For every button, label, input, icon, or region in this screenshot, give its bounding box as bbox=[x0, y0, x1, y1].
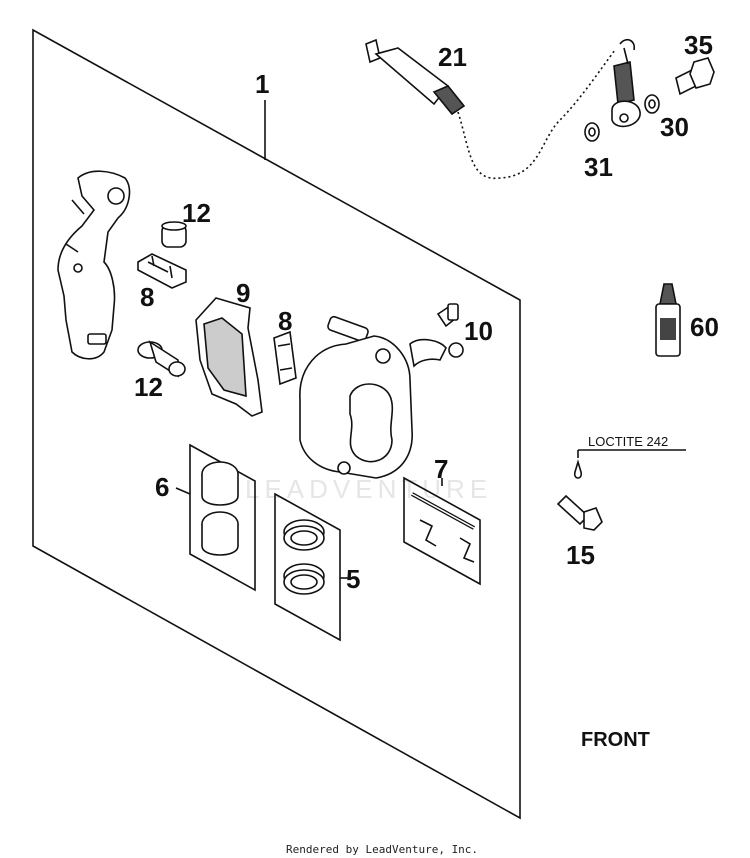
bolt-15[interactable] bbox=[556, 459, 603, 531]
callout-21: 21 bbox=[438, 42, 467, 72]
caliper-body[interactable] bbox=[299, 315, 413, 479]
caliper-bracket[interactable] bbox=[57, 170, 131, 360]
callout-12-lower: 12 bbox=[134, 372, 163, 402]
bleed-valve-10[interactable] bbox=[409, 303, 464, 368]
loctite-label: LOCTITE 242 bbox=[588, 434, 668, 449]
callout-9: 9 bbox=[236, 278, 250, 308]
washer-30[interactable] bbox=[644, 94, 660, 114]
pad-spring-8-right[interactable] bbox=[273, 330, 297, 386]
washer-31[interactable] bbox=[584, 122, 600, 142]
retaining-pin-7[interactable] bbox=[403, 476, 481, 586]
brake-pad-9[interactable] bbox=[195, 297, 263, 417]
brake-hose-21[interactable] bbox=[365, 38, 616, 180]
bushing-12-upper[interactable] bbox=[161, 221, 187, 248]
callout-60: 60 bbox=[690, 312, 719, 342]
front-label: FRONT bbox=[581, 729, 650, 751]
banjo-bolt-35[interactable] bbox=[675, 57, 715, 96]
callout-7: 7 bbox=[434, 454, 448, 484]
callout-8-upper: 8 bbox=[140, 282, 154, 312]
callout-1: 1 bbox=[255, 69, 269, 99]
watermark: LEADVENTURE bbox=[245, 474, 492, 504]
callout-30: 30 bbox=[660, 112, 689, 142]
leader-6 bbox=[175, 487, 191, 495]
callout-5: 5 bbox=[346, 564, 360, 594]
banjo-fitting[interactable] bbox=[611, 38, 641, 128]
callout-10: 10 bbox=[464, 316, 493, 346]
loctite-bottle-60[interactable] bbox=[655, 283, 681, 357]
pad-clip-8-upper[interactable] bbox=[137, 253, 187, 289]
callout-15: 15 bbox=[566, 540, 595, 570]
pin-bolt-12-lower[interactable] bbox=[137, 340, 186, 378]
assembly-panel bbox=[32, 28, 521, 820]
seal-rings-5[interactable] bbox=[274, 492, 341, 642]
footer-credit: Rendered by LeadVenture, Inc. bbox=[286, 843, 478, 856]
callout-8-right: 8 bbox=[278, 306, 292, 336]
callout-6: 6 bbox=[155, 472, 169, 502]
pistons-6[interactable] bbox=[189, 443, 256, 592]
callout-31: 31 bbox=[584, 152, 613, 182]
callout-35: 35 bbox=[684, 30, 713, 60]
callout-12-upper: 12 bbox=[182, 198, 211, 228]
